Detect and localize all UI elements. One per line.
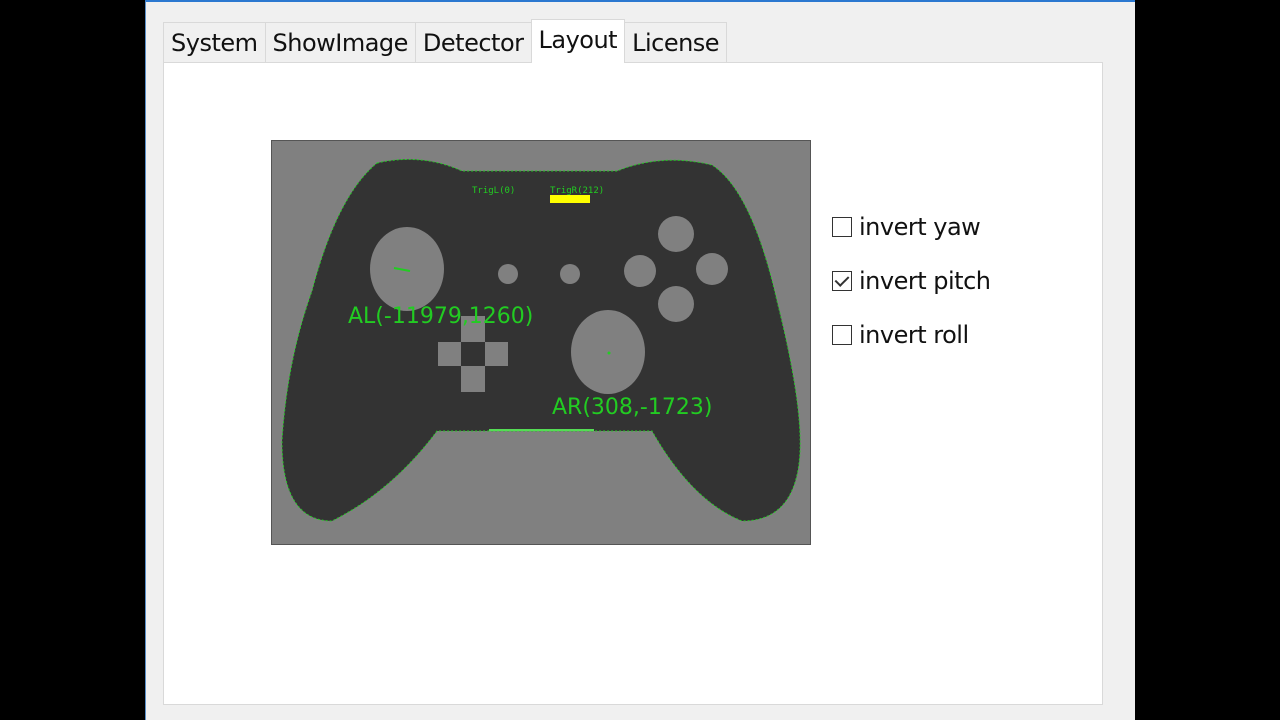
invert-options: invert yaw invert pitch invert roll [832, 200, 991, 362]
tab-license[interactable]: License [624, 22, 728, 62]
invert-roll-checkbox[interactable]: invert roll [832, 308, 990, 362]
controller-diagram: TrigL(0) TrigR(212) AL( [272, 141, 810, 544]
left-stick [370, 227, 444, 311]
trigger-right-bar [550, 195, 590, 203]
checkbox-unchecked-icon[interactable] [832, 217, 852, 237]
invert-pitch-label: invert pitch [859, 267, 991, 295]
menu-button [560, 264, 580, 284]
tab-bar: System ShowImage Detector Layout License [163, 19, 728, 63]
button-x [624, 255, 656, 287]
tab-system[interactable]: System [163, 22, 266, 62]
tab-layout[interactable]: Layout [530, 19, 626, 63]
checkbox-unchecked-icon[interactable] [832, 325, 852, 345]
tab-showimage[interactable]: ShowImage [264, 22, 416, 62]
svg-text:TrigL(0): TrigL(0) [472, 186, 515, 196]
layout-panel: TrigL(0) TrigR(212) AL( [163, 62, 1103, 705]
invert-pitch-checkbox[interactable]: invert pitch [832, 254, 991, 308]
button-a [658, 286, 694, 322]
dpad [438, 316, 508, 392]
controller-preview: TrigL(0) TrigR(212) AL( [271, 140, 811, 545]
invert-yaw-checkbox[interactable]: invert yaw [832, 200, 990, 254]
svg-text:TrigR(212): TrigR(212) [550, 186, 604, 196]
svg-text:AL(-11979,1260): AL(-11979,1260) [348, 304, 533, 329]
settings-window: System ShowImage Detector Layout License… [145, 0, 1135, 720]
button-b [696, 253, 728, 285]
svg-text:AR(308,-1723): AR(308,-1723) [552, 395, 712, 420]
view-button [498, 264, 518, 284]
checkbox-checked-icon[interactable] [832, 271, 852, 291]
tab-detector[interactable]: Detector [414, 22, 532, 62]
invert-yaw-label: invert yaw [859, 213, 981, 241]
button-y [658, 216, 694, 252]
invert-roll-label: invert roll [859, 321, 969, 349]
